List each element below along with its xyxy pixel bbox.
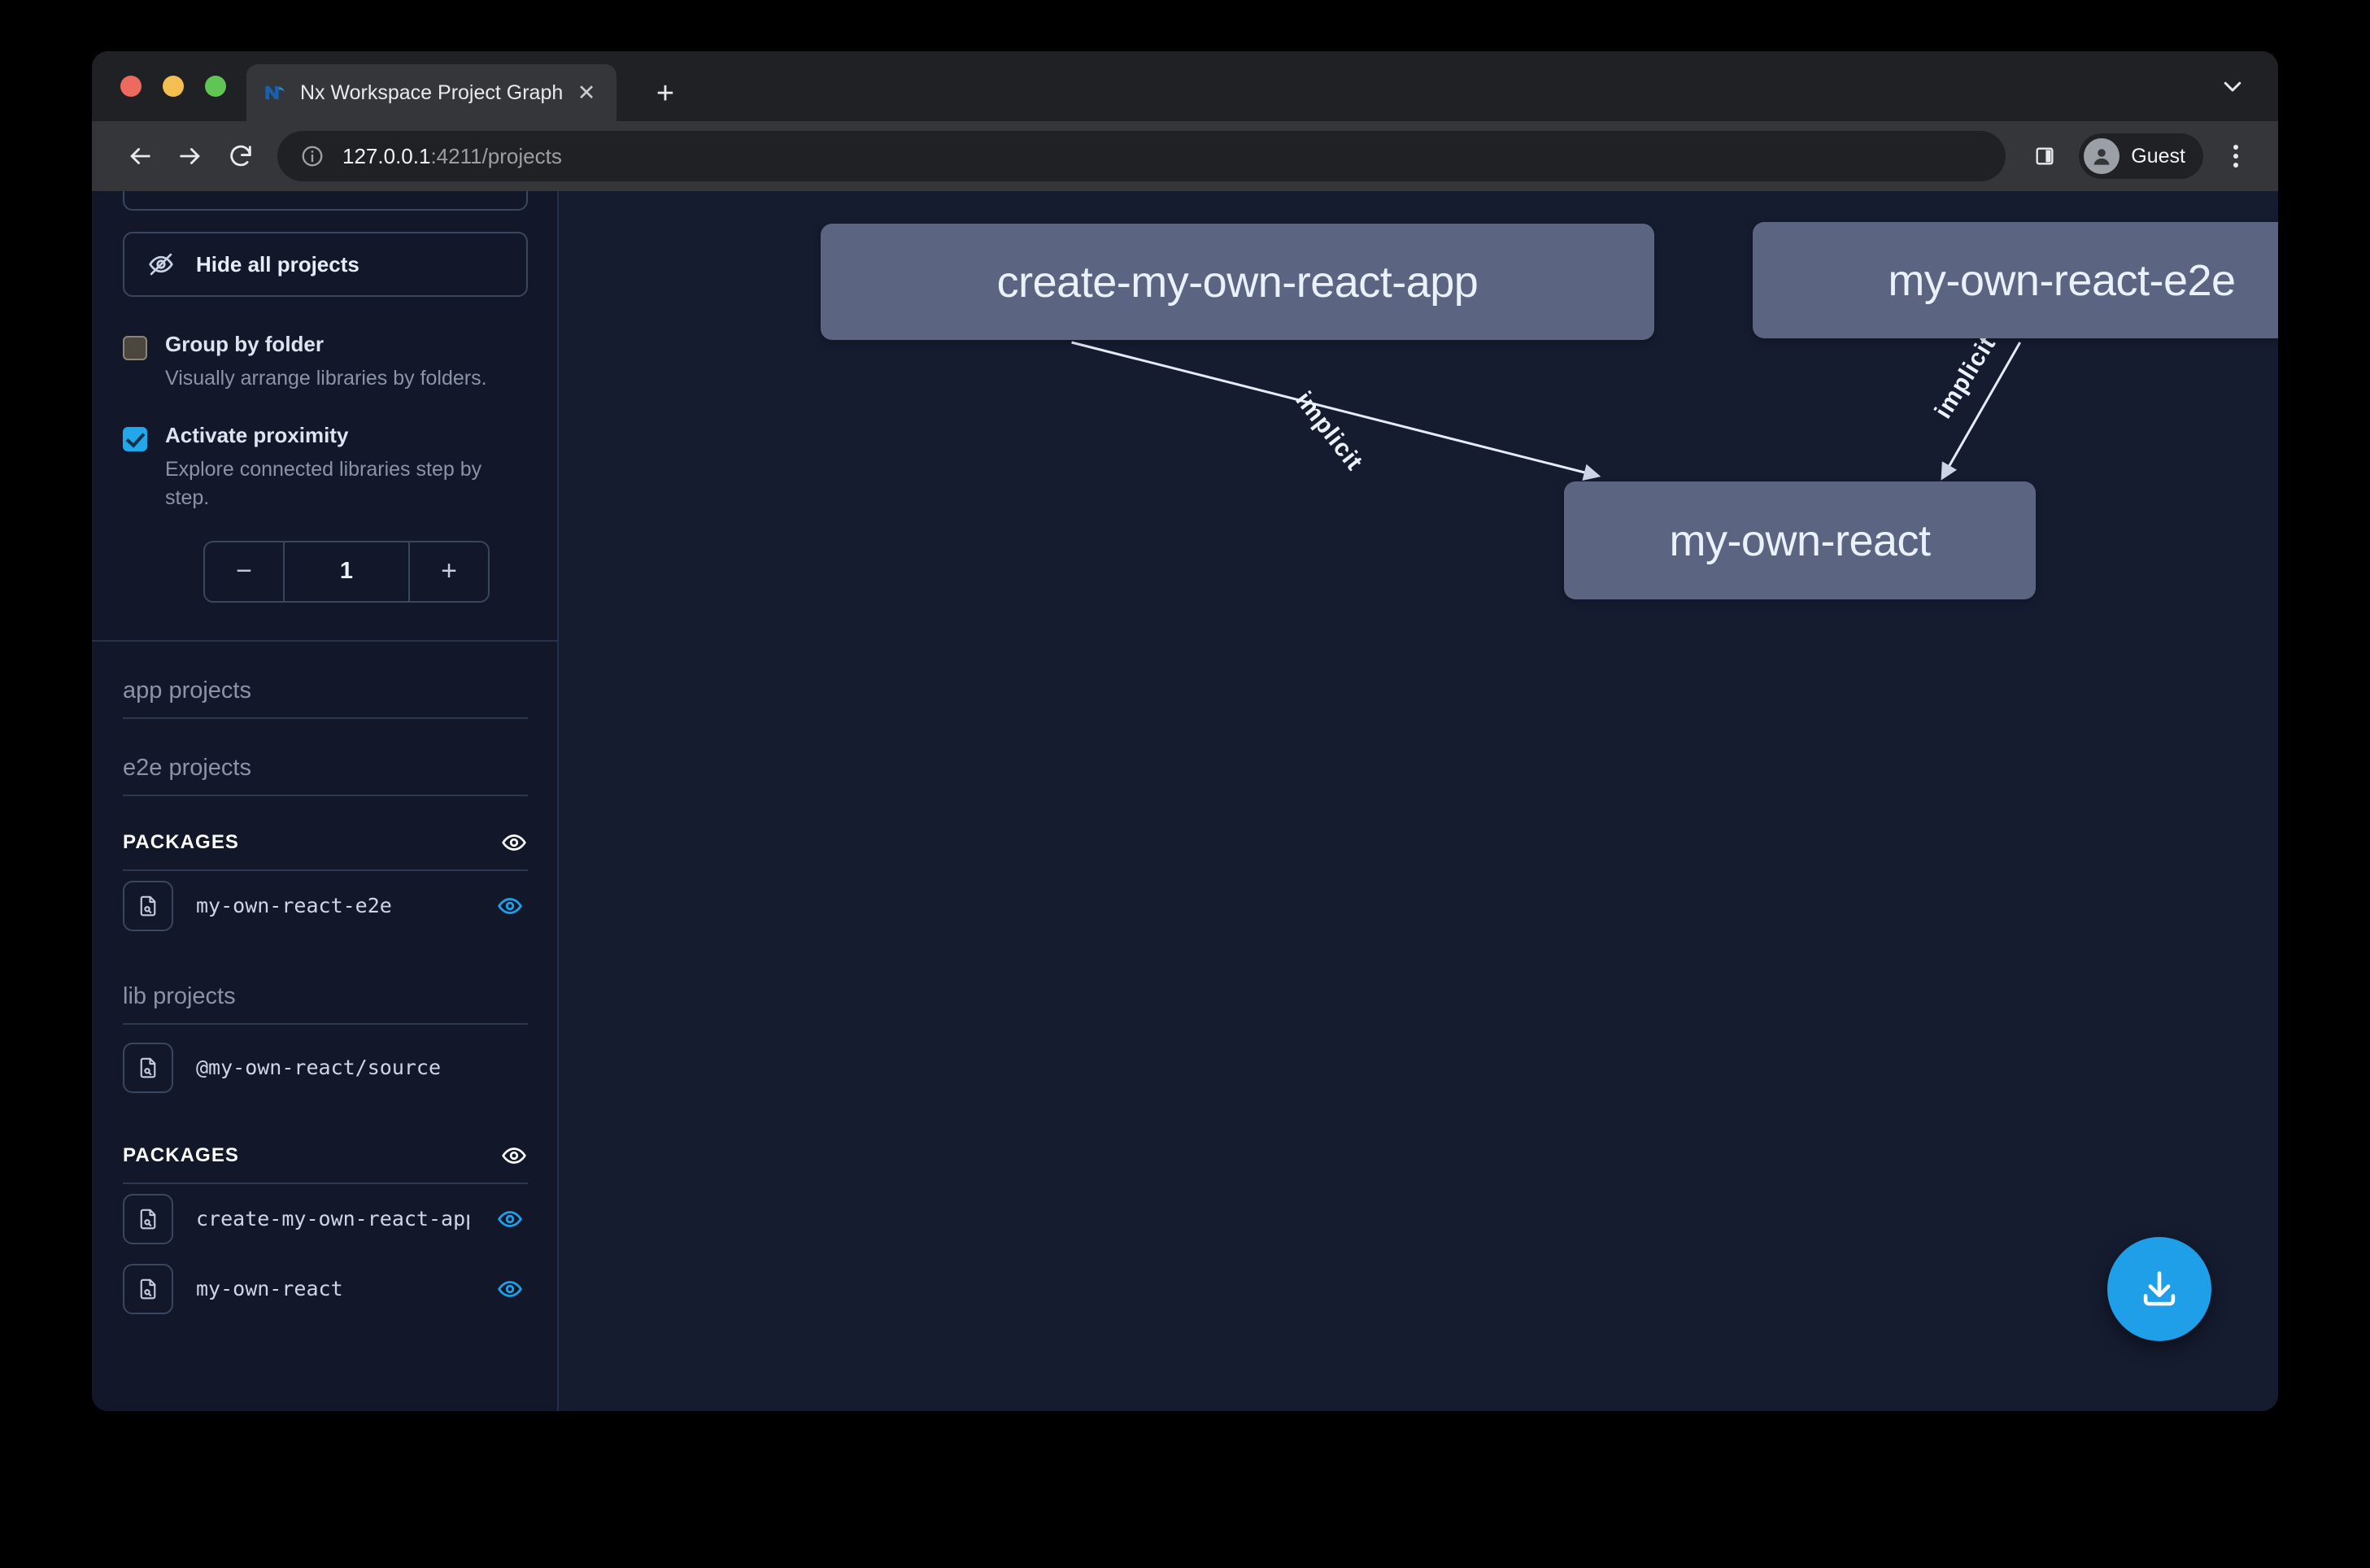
group-by-folder-label: Group by folder	[165, 331, 487, 358]
arrow-left-icon[interactable]	[115, 131, 165, 181]
url-path: :4211/projects	[430, 144, 561, 168]
list-item[interactable]: my-own-react-e2e	[123, 871, 528, 941]
file-search-icon	[123, 1043, 173, 1093]
plus-icon[interactable]: +	[649, 77, 682, 110]
arrow-right-icon[interactable]	[165, 131, 216, 181]
group-app-projects-label: app projects	[123, 677, 528, 719]
graph-node-create-my-own-react-app[interactable]: create-my-own-react-app	[821, 224, 1654, 340]
list-item-label: my-own-react-e2e	[196, 894, 469, 917]
list-item-label: create-my-own-react-app	[196, 1207, 469, 1230]
eye-icon[interactable]	[500, 829, 528, 856]
list-item-label: @my-own-react/source	[196, 1056, 469, 1079]
sidebar-scrollbar[interactable]	[549, 573, 555, 1029]
browser-window: Nx Workspace Project Graph ✕ +	[92, 51, 2278, 1411]
hide-all-projects-button[interactable]: Hide all projects	[123, 232, 528, 297]
hide-all-projects-label: Hide all projects	[196, 252, 359, 277]
reload-icon[interactable]	[216, 131, 266, 181]
tab-strip: Nx Workspace Project Graph ✕ +	[92, 51, 2278, 121]
file-search-icon	[123, 1194, 173, 1244]
proximity-stepper: − 1 +	[203, 541, 490, 603]
packages-header-lib[interactable]: PACKAGES	[123, 1103, 528, 1184]
activate-proximity-description: Explore connected libraries step by step…	[165, 455, 515, 513]
list-item[interactable]: create-my-own-react-app	[123, 1184, 528, 1254]
app-viewport: Hide all projects Group by folder Visual…	[92, 191, 2278, 1411]
url-host: 127.0.0.1	[342, 144, 430, 168]
url-text: 127.0.0.1:4211/projects	[342, 144, 562, 169]
list-item[interactable]: @my-own-react/source	[123, 1033, 528, 1103]
tab-title: Nx Workspace Project Graph	[300, 81, 573, 105]
group-by-folder-description: Visually arrange libraries by folders.	[165, 364, 487, 394]
profile-name: Guest	[2131, 145, 2185, 168]
person-avatar-icon	[2084, 138, 2119, 174]
show-all-projects-button-clipped[interactable]	[123, 191, 528, 211]
close-window-button[interactable]	[120, 76, 142, 97]
download-icon	[2136, 1265, 2183, 1313]
group-e2e-projects: e2e projects	[123, 719, 528, 796]
chevron-down-icon[interactable]	[2218, 72, 2247, 101]
toolbar-right-actions: Guest	[2024, 133, 2255, 179]
graph-node-my-own-react[interactable]: my-own-react	[1564, 481, 2036, 599]
profile-chip[interactable]: Guest	[2079, 133, 2203, 179]
option-activate-proximity[interactable]: Activate proximity Explore connected lib…	[92, 422, 559, 603]
graph-edges	[559, 191, 2278, 1411]
activate-proximity-checkbox[interactable]	[123, 427, 147, 451]
browser-tab[interactable]: Nx Workspace Project Graph ✕	[246, 64, 616, 121]
eye-icon[interactable]	[500, 1142, 528, 1169]
eye-icon[interactable]	[492, 892, 528, 920]
group-lib-projects-label: lib projects	[123, 983, 528, 1025]
activate-proximity-label: Activate proximity	[165, 422, 528, 449]
proximity-decrement-button[interactable]: −	[205, 542, 285, 601]
proximity-value: 1	[285, 542, 408, 601]
packages-header-e2e[interactable]: PACKAGES	[123, 796, 528, 871]
info-circle-icon[interactable]	[298, 142, 326, 170]
list-item[interactable]: my-own-react	[123, 1254, 528, 1324]
project-sidebar: Hide all projects Group by folder Visual…	[92, 191, 559, 1411]
eye-icon[interactable]	[492, 1275, 528, 1303]
group-lib-projects: lib projects	[123, 941, 528, 1025]
window-controls	[120, 76, 226, 97]
nx-logo-icon	[263, 81, 287, 105]
graph-node-my-own-react-e2e[interactable]: my-own-react-e2e	[1753, 222, 2278, 338]
maximize-window-button[interactable]	[205, 76, 226, 97]
list-item-label: my-own-react	[196, 1277, 469, 1300]
file-search-icon	[123, 1264, 173, 1314]
download-graph-button[interactable]	[2107, 1237, 2211, 1341]
project-graph-canvas[interactable]: implicit implicit create-my-own-react-ap…	[559, 191, 2278, 1411]
split-view-icon[interactable]	[2024, 135, 2066, 177]
packages-header-label: PACKAGES	[123, 1144, 239, 1167]
group-app-projects: app projects	[123, 642, 528, 719]
file-search-icon	[123, 881, 173, 931]
proximity-increment-button[interactable]: +	[408, 542, 488, 601]
kebab-menu-icon[interactable]	[2216, 137, 2255, 176]
group-e2e-projects-label: e2e projects	[123, 755, 528, 796]
packages-header-label: PACKAGES	[123, 831, 239, 854]
eye-off-icon	[147, 250, 175, 278]
browser-toolbar: 127.0.0.1:4211/projects Guest	[92, 121, 2278, 191]
eye-icon[interactable]	[492, 1205, 528, 1233]
close-icon[interactable]: ✕	[573, 79, 600, 107]
minimize-window-button[interactable]	[163, 76, 184, 97]
sidebar-top-actions: Hide all projects	[92, 191, 559, 297]
group-by-folder-checkbox[interactable]	[123, 336, 147, 360]
address-bar[interactable]: 127.0.0.1:4211/projects	[277, 131, 2006, 181]
option-group-by-folder[interactable]: Group by folder Visually arrange librari…	[92, 331, 559, 393]
